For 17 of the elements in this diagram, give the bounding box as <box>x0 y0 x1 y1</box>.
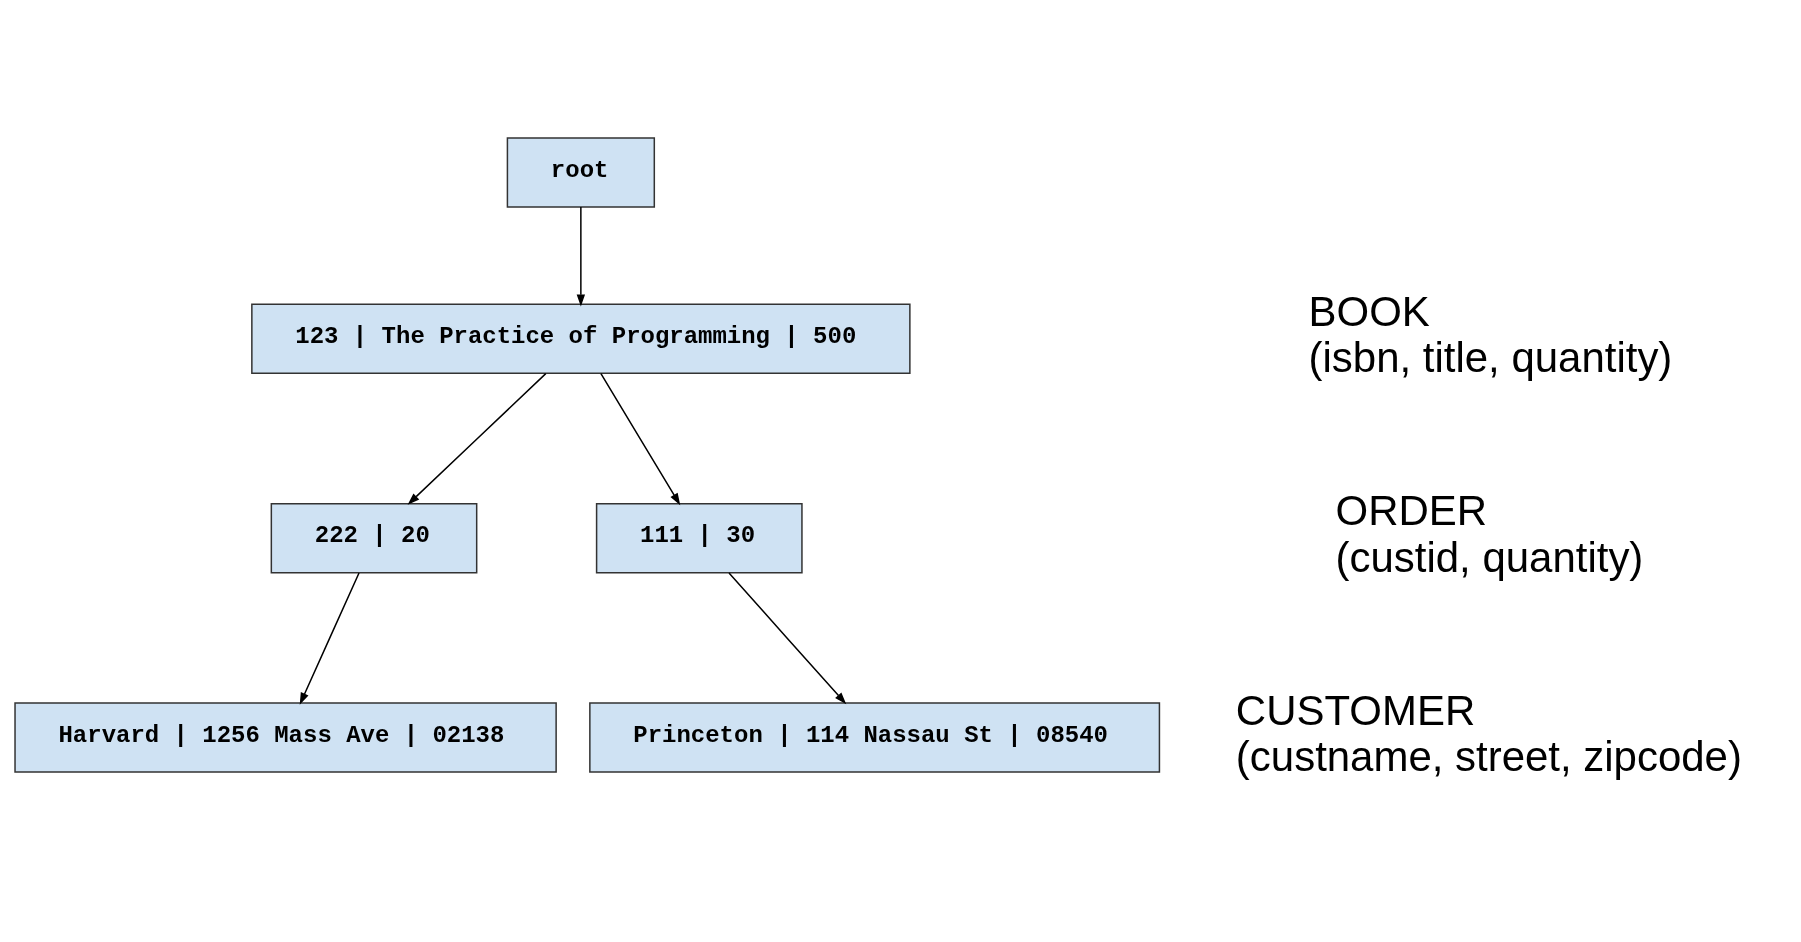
arrow <box>299 571 360 705</box>
node-box: root <box>506 136 656 208</box>
arrow <box>728 571 847 704</box>
node-box: 123 | The Practice of Programming | 500 <box>251 303 911 374</box>
arrow <box>576 205 586 307</box>
arrow <box>407 372 547 505</box>
label: (custid, quantity) <box>1335 533 1644 581</box>
node-box: 222 | 20 <box>270 502 478 573</box>
node-box: 111 | 30 <box>595 502 803 573</box>
label: (isbn, title, quantity) <box>1308 333 1673 381</box>
node-box: Princeton | 114 Nassau St | 08540 <box>589 701 1161 773</box>
label: BOOK <box>1308 287 1430 335</box>
label: CUSTOMER <box>1235 686 1476 734</box>
node-box: Harvard | 1256 Mass Ave | 02138 <box>14 701 557 773</box>
label: ORDER <box>1335 486 1488 534</box>
label: (custname, street, zipcode) <box>1235 732 1742 780</box>
arrow <box>600 372 681 505</box>
